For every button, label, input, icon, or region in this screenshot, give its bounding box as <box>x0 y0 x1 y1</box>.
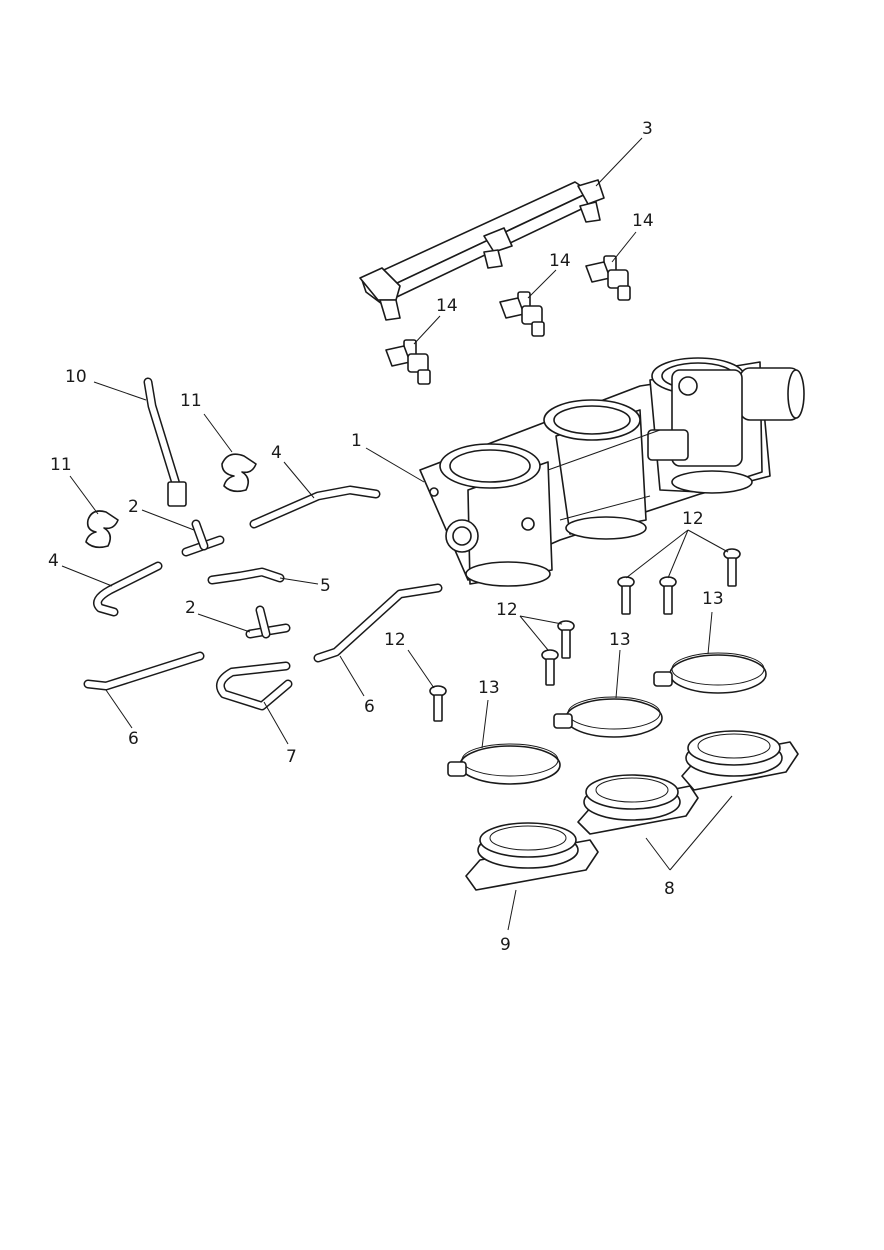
clamp-13-right <box>653 652 767 694</box>
callout-5: 5 <box>320 576 331 596</box>
fuel-rail <box>359 179 605 321</box>
intake-adaptor-9 <box>465 822 599 891</box>
intake-adaptor-8-middle <box>577 774 699 835</box>
hose-4-right <box>249 485 381 529</box>
injector-3 <box>585 255 631 301</box>
hose-6-left <box>83 651 205 691</box>
bolt-12-f <box>723 548 741 587</box>
clamp-13-left <box>447 743 561 785</box>
callout-14-left: 14 <box>436 296 458 316</box>
hose-7 <box>215 661 293 711</box>
intake-adaptor-8-right <box>681 730 799 791</box>
callout-10: 10 <box>65 367 87 387</box>
callout-1: 1 <box>351 431 362 451</box>
callout-12-b: 12 <box>496 600 518 620</box>
hose-clip-lower <box>85 510 119 549</box>
callout-11-lower: 11 <box>50 455 72 475</box>
callout-14-right: 14 <box>632 211 654 231</box>
callout-4-right: 4 <box>271 443 282 463</box>
bolt-12-d <box>617 576 635 615</box>
callout-7: 7 <box>286 747 297 767</box>
leader-lines <box>61 137 733 931</box>
hose-5 <box>207 567 285 585</box>
callout-12-a: 12 <box>384 630 406 650</box>
bolt-12-c <box>557 620 575 659</box>
callout-6-left: 6 <box>128 729 139 749</box>
callout-labels: 3 14 14 14 1 10 11 11 4 2 4 5 2 12 12 12… <box>48 119 724 955</box>
callout-6-right: 6 <box>364 697 375 717</box>
hose-6-right <box>313 583 443 663</box>
callout-3: 3 <box>642 119 653 139</box>
callout-2-upper: 2 <box>128 497 139 517</box>
injector-2 <box>499 291 545 337</box>
callout-9: 9 <box>500 935 511 955</box>
hose-4-left <box>93 561 163 617</box>
vent-tube <box>143 377 187 507</box>
injector-1 <box>385 339 431 385</box>
callout-8: 8 <box>664 879 675 899</box>
callout-13-left: 13 <box>478 678 500 698</box>
bolt-12-b <box>541 649 559 686</box>
t-connector-upper <box>181 519 225 557</box>
callout-4-left: 4 <box>48 551 59 571</box>
callout-11-upper: 11 <box>180 391 202 411</box>
clamp-13-middle <box>553 696 663 738</box>
throttle-body-assembly <box>419 357 805 587</box>
callout-12-c: 12 <box>682 509 704 529</box>
t-connector-lower <box>245 605 291 639</box>
callout-14-middle: 14 <box>549 251 571 271</box>
hose-clip-upper <box>221 453 257 493</box>
bolt-12-a <box>429 685 447 722</box>
callout-2-lower: 2 <box>185 598 196 618</box>
bolt-12-e <box>659 576 677 615</box>
callout-13-right: 13 <box>702 589 724 609</box>
callout-13-middle: 13 <box>609 630 631 650</box>
